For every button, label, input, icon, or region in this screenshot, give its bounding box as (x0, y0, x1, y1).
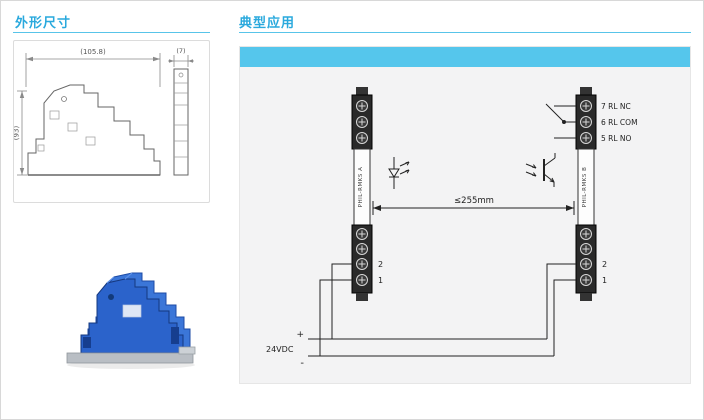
supply-wiring (308, 263, 576, 357)
relay-module-b: PHIL-RMKS B 2 1 (575, 87, 607, 301)
product-photo (51, 241, 206, 373)
application-section-title: 典型应用 (239, 16, 296, 31)
product-edge-highlight (106, 276, 115, 284)
product-screw (108, 294, 114, 300)
led-symbol (388, 157, 410, 189)
module-b-terminal-2-label: 2 (602, 260, 607, 269)
distance-dimension: ≤255mm (372, 196, 575, 215)
module-a-terminal-1-label: 1 (378, 276, 383, 285)
product-edge-highlight (124, 272, 133, 280)
arrow-right-icon (153, 56, 160, 62)
module-a-vertical-label: PHIL-RMKS A (358, 167, 364, 208)
transistor-symbol (525, 153, 556, 187)
height-dimension-label: (93) (14, 126, 21, 141)
module-a-terminal-2-label: 2 (378, 260, 383, 269)
relay-terminal-label-nc: 7 RL NC (601, 102, 631, 111)
product-terminal-slot (83, 337, 91, 348)
depth-dimension-label: (7) (176, 47, 185, 55)
din-rail (66, 352, 194, 364)
width-dimension (25, 53, 161, 87)
application-panel: PHIL-RMKS A 2 1 (239, 46, 691, 384)
product-terminal-slot (171, 327, 179, 344)
screw-terminals-top-b (580, 100, 592, 144)
application-title-rule (239, 32, 691, 33)
dimensions-section-title: 外形尺寸 (15, 16, 72, 31)
relay-contact-symbol (545, 103, 576, 139)
module-b-vertical-label: PHIL-RMKS B (582, 167, 588, 208)
dimension-drawing-box: (105.8) (93) (13, 40, 210, 203)
arrow-down-icon (19, 168, 25, 175)
supply-plus-label: + (296, 330, 304, 340)
product-label (122, 304, 142, 318)
distance-label: ≤255mm (454, 196, 494, 206)
relay-terminal-label-no: 5 RL NO (601, 134, 632, 143)
arrow-up-icon (19, 91, 25, 98)
module-front-view (173, 68, 189, 176)
module-side-profile (27, 84, 161, 176)
screw-terminals-top-a (356, 100, 368, 144)
product-image (66, 272, 196, 369)
dimension-drawing: (105.8) (93) (14, 47, 194, 176)
dimensions-title-rule (13, 32, 210, 33)
panel-banner (240, 47, 690, 67)
screw-terminals-bottom-b (580, 228, 592, 286)
relay-module-a: PHIL-RMKS A 2 1 (351, 87, 383, 301)
arrow-left-icon (26, 56, 33, 62)
arrow-in-left-icon (169, 59, 174, 63)
arrow-right-icon (566, 205, 574, 211)
supply-voltage-label: 24VDC (266, 345, 294, 354)
application-diagram: PHIL-RMKS A 2 1 (266, 87, 638, 369)
relay-terminal-label-com: 6 RL COM (601, 118, 638, 127)
module-b-terminal-1-label: 1 (602, 276, 607, 285)
arrow-left-icon (373, 205, 381, 211)
screw-terminals-bottom-a (356, 228, 368, 286)
relay-terminal-labels: 7 RL NC 6 RL COM 5 RL NO (601, 102, 638, 143)
supply-minus-label: - (300, 358, 304, 369)
width-dimension-label: (105.8) (80, 48, 106, 56)
arrow-in-right-icon (188, 59, 193, 63)
rail-clamp (178, 346, 196, 355)
